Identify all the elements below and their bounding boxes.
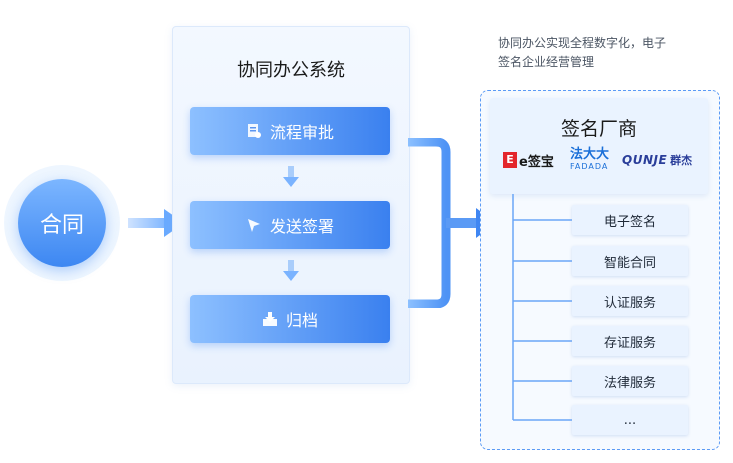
step-approval-button[interactable]: 流程审批 bbox=[190, 107, 390, 155]
step-archive-button[interactable]: 归档 bbox=[190, 295, 390, 343]
vendor-card bbox=[490, 98, 708, 194]
qunje-logo: QUNJE 群杰 bbox=[622, 153, 693, 167]
fadada-logo: 法大大 FADADA bbox=[570, 147, 610, 172]
service-esignature[interactable]: 电子签名 bbox=[572, 205, 688, 235]
note-line-1: 协同办公实现全程数字化，电子 bbox=[498, 36, 667, 50]
esign-logo: E e签宝 bbox=[503, 150, 554, 170]
service-tree-connector bbox=[512, 194, 573, 421]
step-approval-label: 流程审批 bbox=[269, 123, 334, 142]
contract-circle: 合同 bbox=[18, 179, 106, 267]
step-send-sign-button[interactable]: 发送签署 bbox=[190, 201, 390, 249]
service-certification[interactable]: 认证服务 bbox=[572, 286, 688, 316]
service-smart-contract[interactable]: 智能合同 bbox=[572, 246, 688, 276]
panel-title: 协同办公系统 bbox=[237, 60, 345, 81]
description-note: 协同办公实现全程数字化，电子 签名企业经营管理 bbox=[498, 34, 713, 72]
archive-tray-icon bbox=[262, 312, 277, 326]
approval-doc-icon bbox=[247, 124, 261, 138]
service-legal[interactable]: 法律服务 bbox=[572, 366, 688, 396]
step-archive-label: 归档 bbox=[285, 311, 318, 330]
vendor-title: 签名厂商 bbox=[560, 118, 637, 140]
service-more[interactable]: ... bbox=[572, 405, 688, 435]
step-send-sign-label: 发送签署 bbox=[269, 217, 334, 236]
note-line-2: 签名企业经营管理 bbox=[498, 55, 595, 69]
contract-label: 合同 bbox=[39, 213, 84, 238]
service-evidence-storage[interactable]: 存证服务 bbox=[572, 326, 688, 356]
down-arrow-icon bbox=[283, 260, 299, 281]
send-cursor-icon bbox=[247, 219, 260, 232]
down-arrow-icon bbox=[283, 166, 299, 187]
